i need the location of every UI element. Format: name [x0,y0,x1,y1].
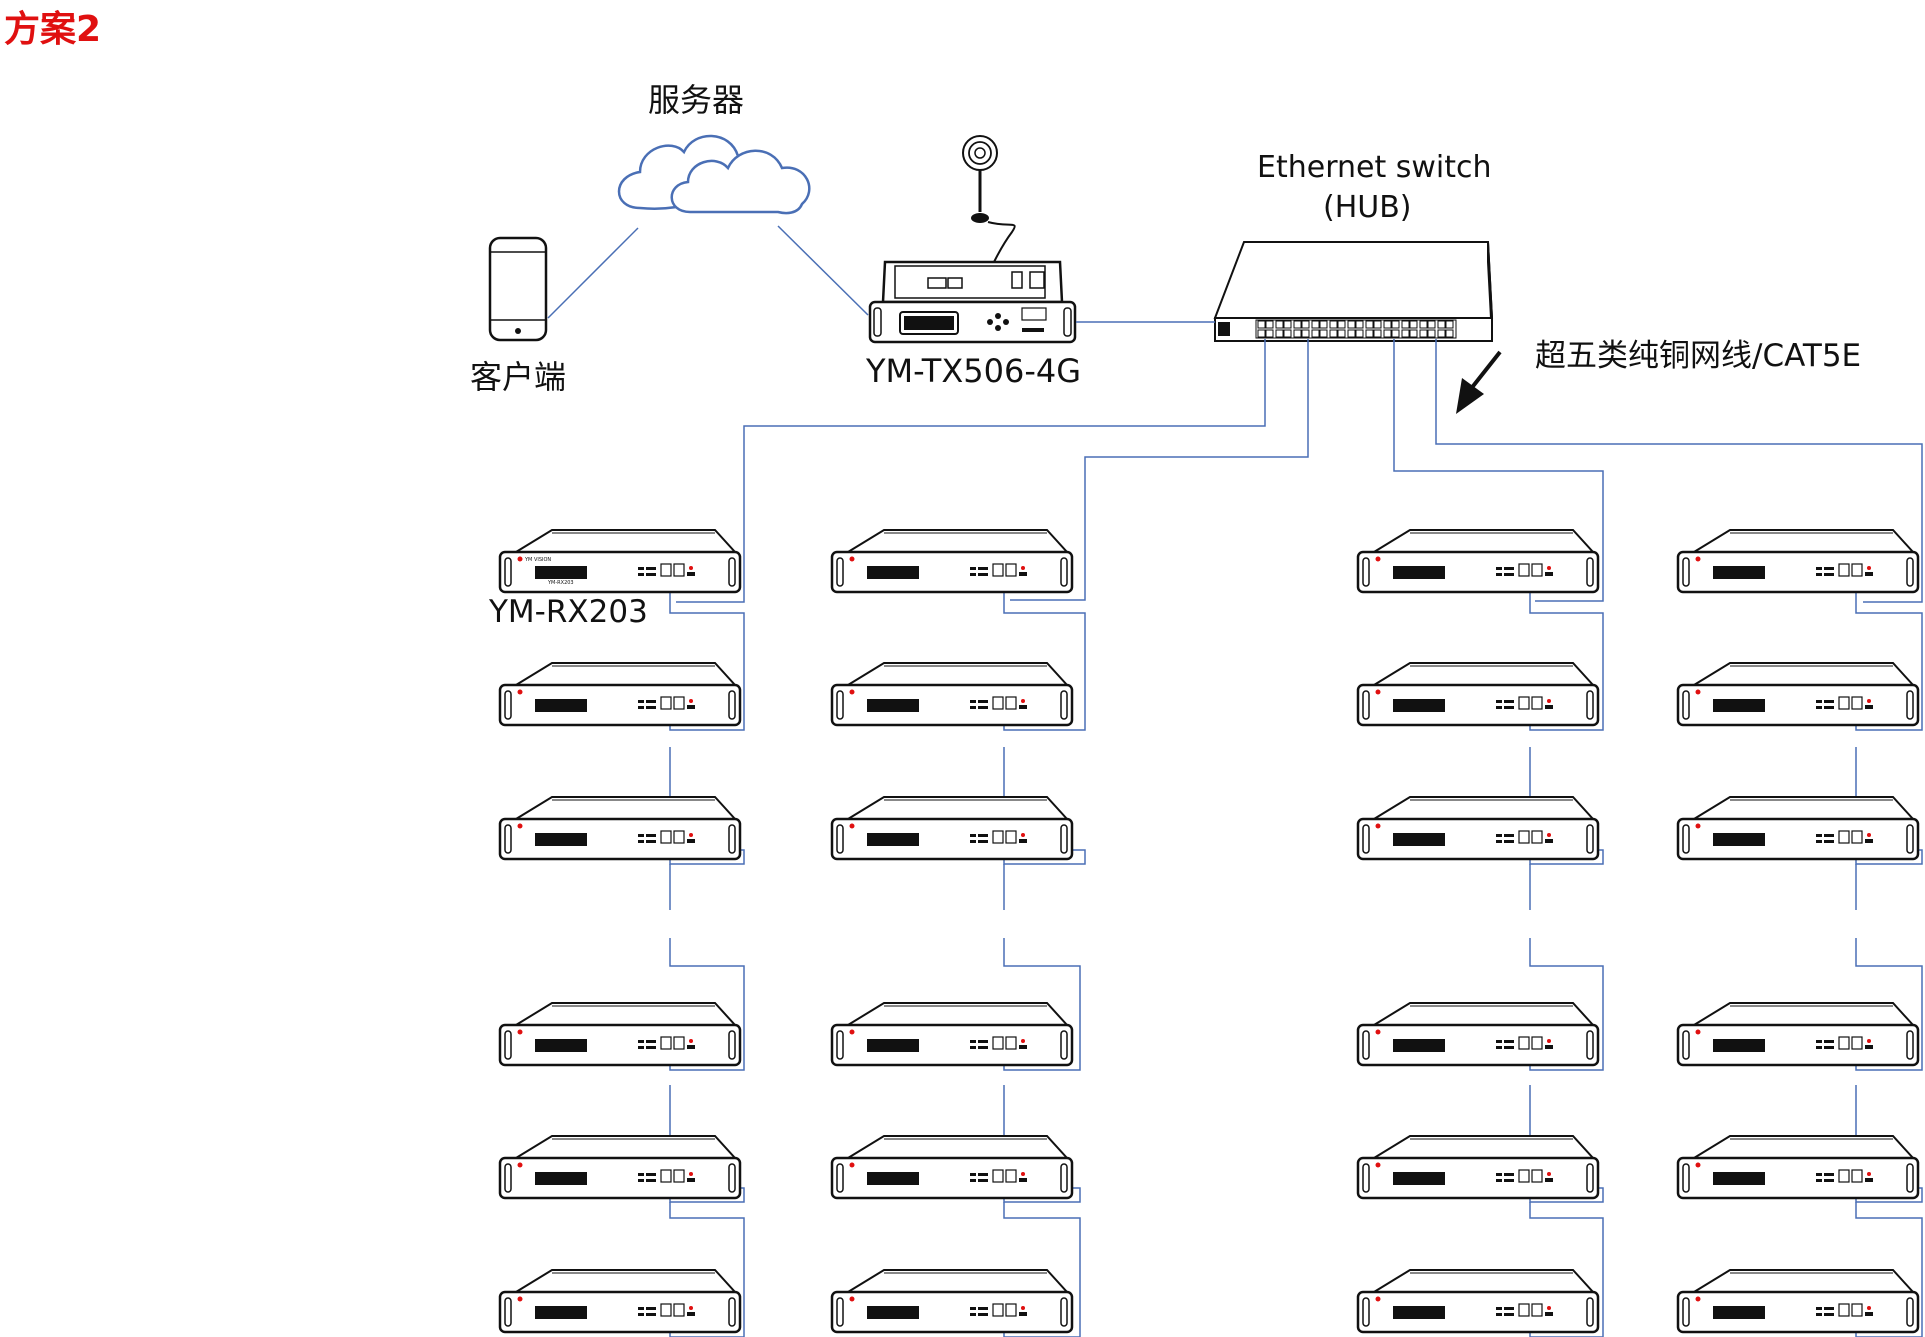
cloud-icon [617,134,811,215]
switch-device-icon [1213,241,1494,342]
page-title: 方案2 [4,9,102,50]
cable-label: 超五类纯铜网线/CAT5E [1535,338,1862,374]
server-label: 服务器 [648,81,745,119]
receiver-device-icon [830,1268,1074,1334]
receiver-label: YM-RX203 [489,594,648,630]
client-label: 客户端 [470,358,567,396]
receiver-device-icon [1356,795,1600,861]
switch-label-line2: (HUB) [1323,190,1412,225]
receiver-device-icon [498,1268,742,1334]
transmitter-device-icon [868,260,1077,344]
receiver-device-icon [498,1134,742,1200]
receiver-device-icon [1356,661,1600,727]
receiver-device-icon [830,795,1074,861]
receiver-device-icon [830,661,1074,727]
receiver-device-icon [1676,661,1920,727]
receiver-device-icon [830,1001,1074,1067]
receiver-grid [498,528,1920,1334]
receiver-brand-text: YM VISION [524,557,551,563]
receiver-device-icon [498,1001,742,1067]
switch-label-line1: Ethernet switch [1257,150,1492,185]
receiver-device-icon [1676,795,1920,861]
transmitter-label: YM-TX506-4G [866,352,1082,390]
receiver-device-icon [1356,1268,1600,1334]
receiver-device-icon [830,1134,1074,1200]
arrow-icon [1456,350,1502,414]
network-links [547,225,1923,1337]
phone-icon [488,236,548,342]
antenna-icon [962,135,1016,263]
receiver-device-icon [1356,528,1600,594]
receiver-device-icon [498,795,742,861]
receiver-model-text: YM-RX203 [547,580,574,586]
receiver-device-icon [1676,1268,1920,1334]
receiver-device-icon [1356,1134,1600,1200]
receiver-device-icon [1676,1001,1920,1067]
receiver-device-icon [498,661,742,727]
receiver-device-icon [1356,1001,1600,1067]
receiver-device-icon [1676,1134,1920,1200]
receiver-device-icon [830,528,1074,594]
receiver-device-icon [1676,528,1920,594]
